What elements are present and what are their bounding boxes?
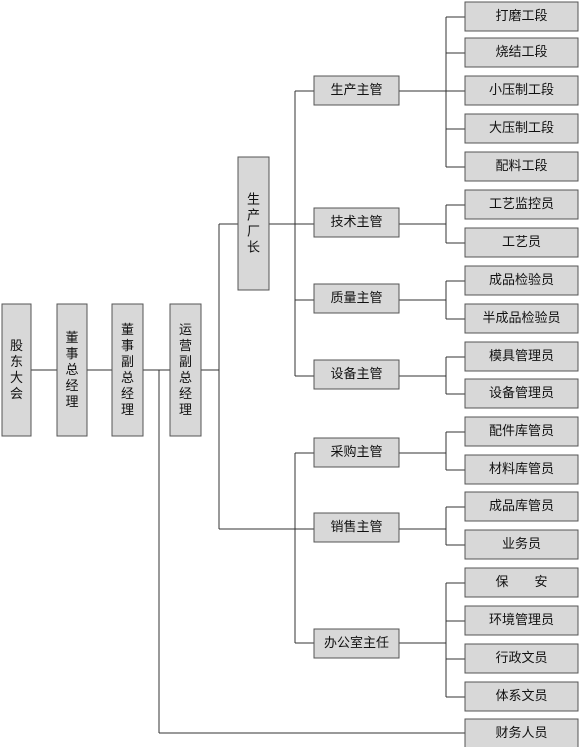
connectors <box>31 16 465 734</box>
node-label: 行政文员 <box>495 651 547 666</box>
node-label: 配料工段 <box>495 159 547 174</box>
node-parts-warehouse: 配件库管员 <box>464 416 579 447</box>
node-box <box>111 303 144 437</box>
node-box <box>464 681 579 712</box>
node-box <box>464 491 579 522</box>
node-office-director: 办公室主任 <box>313 628 400 659</box>
node-label: 模具管理员 <box>489 349 554 364</box>
node-label: 财务人员 <box>495 725 547 741</box>
node-box <box>464 113 579 144</box>
node-process-monitor: 工艺监控员 <box>464 189 579 220</box>
node-batching-section: 配料工段 <box>464 151 579 182</box>
node-quality-supervisor: 质量主管 <box>313 283 400 314</box>
node-box <box>313 628 400 659</box>
node-label: 大压制工段 <box>489 121 554 136</box>
node-system-clerk: 体系文员 <box>464 681 579 712</box>
node-product-inspector: 成品检验员 <box>464 265 579 296</box>
node-shareholders: 股东大会 <box>1 303 32 437</box>
node-label: 销售主管 <box>330 519 382 535</box>
node-equipment-manager: 设备管理员 <box>464 378 579 409</box>
node-box <box>464 37 579 68</box>
node-label: 办公室主任 <box>324 635 389 651</box>
node-box <box>56 303 88 437</box>
node-label: 保 安 <box>495 575 547 590</box>
node-label: 设备管理员 <box>489 385 554 401</box>
node-label: 运营副总经理 <box>179 323 192 418</box>
node-label: 工艺监控员 <box>489 197 554 212</box>
node-sales-supervisor: 销售主管 <box>313 512 400 543</box>
node-box <box>464 643 579 674</box>
node-box <box>1 303 32 437</box>
node-finance-staff: 财务人员 <box>464 718 579 747</box>
node-box <box>464 189 579 220</box>
node-ops-vp: 运营副总经理 <box>169 303 202 437</box>
node-chairman: 董事总经理 <box>56 303 88 437</box>
node-plant-manager: 生产厂长 <box>237 156 270 291</box>
node-box <box>464 529 579 560</box>
node-box <box>464 227 579 258</box>
node-box <box>464 151 579 182</box>
node-material-warehouse: 材料库管员 <box>464 454 579 485</box>
node-box <box>464 265 579 296</box>
node-box <box>464 303 579 334</box>
node-box <box>464 605 579 636</box>
node-label: 生产厂长 <box>247 192 260 255</box>
node-mold-manager: 模具管理员 <box>464 341 579 372</box>
node-box <box>464 378 579 409</box>
node-finished-warehouse: 成品库管员 <box>464 491 579 522</box>
node-label: 业务员 <box>502 536 541 552</box>
node-box <box>237 156 270 291</box>
node-label: 烧结工段 <box>495 45 547 60</box>
node-box <box>313 283 400 314</box>
node-large-press-section: 大压制工段 <box>464 113 579 144</box>
node-box <box>169 303 202 437</box>
node-box <box>464 1 579 32</box>
node-box <box>313 359 400 390</box>
node-sintering-section: 烧结工段 <box>464 37 579 68</box>
node-label: 采购主管 <box>330 444 382 460</box>
node-label: 配件库管员 <box>489 423 554 439</box>
node-label: 成品库管员 <box>489 498 554 514</box>
node-box <box>313 512 400 543</box>
node-label: 设备主管 <box>330 366 382 382</box>
node-environment-manager: 环境管理员 <box>464 605 579 636</box>
node-purchasing-supervisor: 采购主管 <box>313 437 400 468</box>
node-security: 保 安 <box>464 567 579 598</box>
node-salesperson: 业务员 <box>464 529 579 560</box>
node-box <box>464 75 579 106</box>
node-label: 生产主管 <box>330 83 382 98</box>
node-label: 环境管理员 <box>489 613 554 628</box>
node-box <box>464 718 579 747</box>
node-label: 小压制工段 <box>489 83 554 98</box>
node-tech-supervisor: 技术主管 <box>313 207 400 238</box>
node-label: 质量主管 <box>330 291 382 306</box>
node-label: 打磨工段 <box>495 9 547 24</box>
node-box <box>464 341 579 372</box>
node-label: 成品检验员 <box>489 272 554 288</box>
node-box <box>464 567 579 598</box>
node-grinding-section: 打磨工段 <box>464 1 579 32</box>
node-equipment-supervisor: 设备主管 <box>313 359 400 390</box>
node-label: 技术主管 <box>330 215 382 230</box>
node-process-staff: 工艺员 <box>464 227 579 258</box>
node-label: 体系文员 <box>495 689 547 704</box>
node-vice-chairman: 董事副总经理 <box>111 303 144 437</box>
node-box <box>464 454 579 485</box>
node-box <box>313 207 400 238</box>
node-label: 材料库管员 <box>489 461 554 477</box>
node-label: 工艺员 <box>502 235 541 250</box>
node-label: 董事副总经理 <box>121 323 134 418</box>
node-label: 董事总经理 <box>65 331 78 410</box>
node-semi-inspector: 半成品检验员 <box>464 303 579 334</box>
node-small-press-section: 小压制工段 <box>464 75 579 106</box>
node-box <box>313 75 400 106</box>
node-production-supervisor: 生产主管 <box>313 75 400 106</box>
node-admin-clerk: 行政文员 <box>464 643 579 674</box>
node-label: 半成品检验员 <box>482 310 560 326</box>
node-box <box>464 416 579 447</box>
node-label: 股东大会 <box>10 339 23 402</box>
node-box <box>313 437 400 468</box>
